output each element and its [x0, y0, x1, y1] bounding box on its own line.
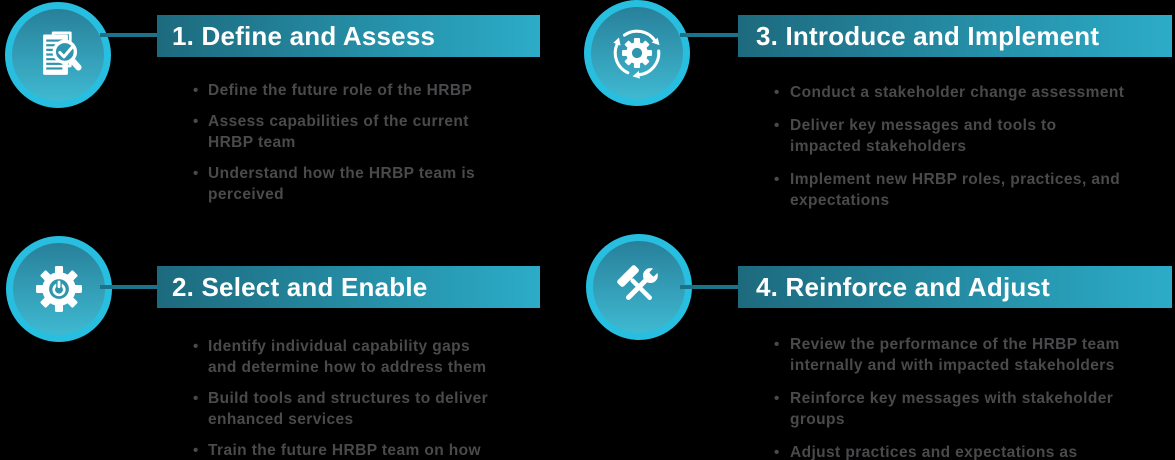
- bullet-item: Deliver key messages and tools to impact…: [774, 115, 1172, 157]
- step-1-icon-circle: [5, 2, 111, 108]
- connector-line: [680, 33, 739, 37]
- step-4-icon-circle: [586, 234, 692, 340]
- bullet-item: Build tools and structures to deliver en…: [193, 388, 525, 430]
- step-2-icon-circle: [6, 236, 112, 342]
- bullet-item: Implement new HRBP roles, practices, and…: [774, 169, 1172, 211]
- step-3-title-banner: 3. Introduce and Implement: [738, 15, 1172, 57]
- bullet-item: Assess capabilities of the current HRBP …: [193, 111, 525, 153]
- step-4-bullet-list: Review the performance of the HRBP team …: [774, 334, 1172, 460]
- bullet-item: Identify individual capability gaps and …: [193, 336, 525, 378]
- document-search-check-icon: [43, 31, 82, 75]
- step-2-bullet-list: Identify individual capability gaps and …: [193, 336, 525, 460]
- gear-power-icon: [36, 266, 82, 312]
- step-2-title: 2. Select and Enable: [172, 271, 428, 302]
- step-2-title-banner: 2. Select and Enable: [157, 266, 540, 308]
- step-1-bullet-list: Define the future role of the HRBP Asses…: [193, 80, 525, 215]
- bullet-item: Understand how the HRBP team is perceive…: [193, 163, 525, 205]
- step-4-title-banner: 4. Reinforce and Adjust: [738, 266, 1172, 308]
- step-3-icon-circle: [584, 0, 690, 106]
- connector-line: [100, 33, 158, 37]
- bullet-item: Adjust practices and expectations as: [774, 442, 1172, 460]
- step-1-title: 1. Define and Assess: [172, 20, 436, 51]
- connector-line: [680, 285, 739, 289]
- step-3-title: 3. Introduce and Implement: [756, 20, 1100, 51]
- step-4-title: 4. Reinforce and Adjust: [756, 271, 1051, 302]
- step-1-title-banner: 1. Define and Assess: [157, 15, 540, 57]
- bullet-item: Train the future HRBP team on how: [193, 440, 525, 460]
- bullet-item: Conduct a stakeholder change assessment: [774, 82, 1172, 103]
- connector-line: [100, 285, 158, 289]
- bullet-item: Define the future role of the HRBP: [193, 80, 525, 101]
- hammer-wrench-icon: [617, 265, 660, 301]
- bullet-item: Review the performance of the HRBP team …: [774, 334, 1172, 376]
- step-3-bullet-list: Conduct a stakeholder change assessment …: [774, 82, 1172, 223]
- gear-cycle-arrows-icon: [613, 29, 661, 79]
- bullet-item: Reinforce key messages with stakeholder …: [774, 388, 1172, 430]
